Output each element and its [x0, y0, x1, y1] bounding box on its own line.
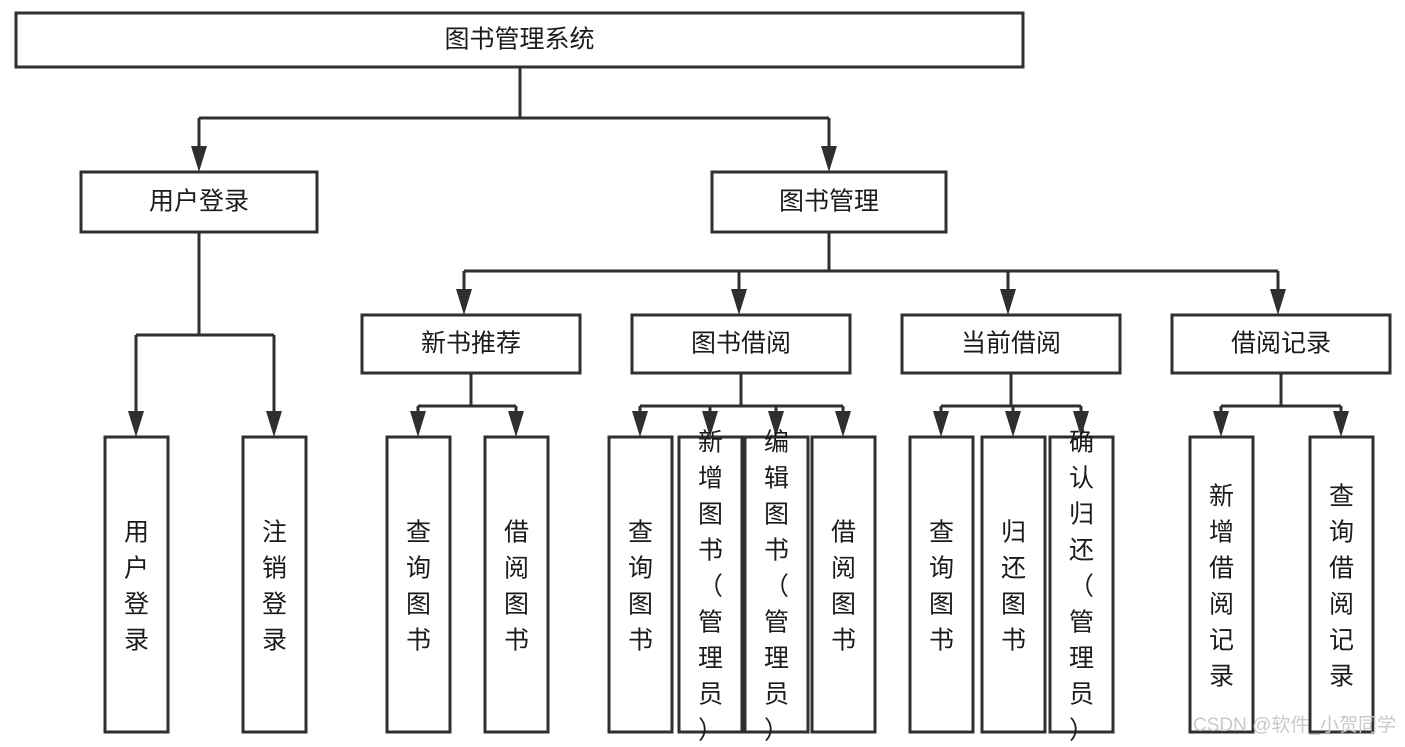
node-leaf-cur-return[interactable]: 归还图书: [980, 435, 1047, 734]
node-label-leaf-borrow-edit: 编辑图书（管理员）: [764, 429, 789, 745]
node-box-borrow-record[interactable]: [1170, 313, 1392, 375]
connector-group-user-login: [128, 232, 282, 437]
node-label-leaf-logout: 注销登录: [262, 519, 287, 655]
node-leaf-cur-confirm[interactable]: 确认归还（管理员）: [1048, 429, 1115, 745]
connectors-layer: [128, 67, 1349, 437]
node-box-leaf-borrow-do[interactable]: [810, 435, 877, 734]
node-box-leaf-rec-search[interactable]: [1308, 435, 1375, 734]
node-label-leaf-borrow-query: 查询图书: [628, 519, 653, 655]
node-label-leaf-borrow-do: 借阅图书: [831, 519, 856, 655]
node-leaf-borrow-add[interactable]: 新增图书（管理员）: [677, 429, 744, 745]
node-label-new-book-rec: 新书推荐: [421, 330, 521, 358]
node-label-leaf-cur-return: 归还图书: [1001, 519, 1026, 655]
node-box-book-manage[interactable]: [710, 170, 948, 234]
node-box-root[interactable]: [14, 11, 1025, 69]
node-leaf-logout[interactable]: 注销登录: [241, 435, 308, 734]
node-leaf-rec-borrow[interactable]: 借阅图书: [483, 435, 550, 734]
nodes-layer: 图书管理系统用户登录图书管理新书推荐图书借阅当前借阅借阅记录用户登录注销登录查询…: [14, 11, 1392, 745]
node-box-leaf-user-login[interactable]: [103, 435, 170, 734]
node-label-borrow-record: 借阅记录: [1231, 330, 1331, 358]
connector-group-book-borrow: [632, 373, 851, 437]
node-leaf-cur-query[interactable]: 查询图书: [908, 435, 975, 734]
connector-group-current-borrow: [933, 373, 1089, 437]
node-box-leaf-borrow-edit[interactable]: [743, 435, 810, 734]
node-leaf-rec-search[interactable]: 查询借阅记录: [1308, 435, 1375, 734]
node-book-borrow[interactable]: 图书借阅: [630, 313, 852, 375]
node-box-leaf-rec-query[interactable]: [385, 435, 452, 734]
node-book-manage[interactable]: 图书管理: [710, 170, 948, 234]
node-user-login[interactable]: 用户登录: [79, 170, 319, 234]
watermark-layer: CSDN @软件_小贺同学: [1193, 714, 1396, 736]
node-box-current-borrow[interactable]: [900, 313, 1122, 375]
connector-group-root: [191, 67, 837, 172]
node-label-leaf-rec-add: 新增借阅记录: [1209, 483, 1234, 691]
node-borrow-record[interactable]: 借阅记录: [1170, 313, 1392, 375]
node-label-leaf-user-login: 用户登录: [124, 519, 149, 655]
node-label-leaf-cur-confirm: 确认归还（管理员）: [1069, 429, 1094, 745]
node-box-leaf-rec-add[interactable]: [1188, 435, 1255, 734]
csdn-watermark: CSDN @软件_小贺同学: [1193, 714, 1396, 736]
node-label-book-borrow: 图书借阅: [691, 330, 791, 358]
node-label-leaf-borrow-add: 新增图书（管理员）: [698, 429, 723, 745]
node-box-leaf-cur-return[interactable]: [980, 435, 1047, 734]
node-box-leaf-borrow-query[interactable]: [607, 435, 674, 734]
node-box-leaf-cur-query[interactable]: [908, 435, 975, 734]
connector-group-borrow-record: [1213, 373, 1349, 437]
connector-group-book-manage: [456, 232, 1286, 315]
node-label-book-manage: 图书管理: [779, 188, 879, 216]
node-label-leaf-cur-query: 查询图书: [929, 519, 954, 655]
node-box-leaf-cur-confirm[interactable]: [1048, 435, 1115, 734]
node-leaf-user-login[interactable]: 用户登录: [103, 435, 170, 734]
node-current-borrow[interactable]: 当前借阅: [900, 313, 1122, 375]
node-leaf-borrow-edit[interactable]: 编辑图书（管理员）: [743, 429, 810, 745]
node-leaf-borrow-do[interactable]: 借阅图书: [810, 435, 877, 734]
node-leaf-rec-query[interactable]: 查询图书: [385, 435, 452, 734]
node-box-leaf-rec-borrow[interactable]: [483, 435, 550, 734]
connector-group-new-book-rec: [410, 373, 524, 437]
node-box-book-borrow[interactable]: [630, 313, 852, 375]
node-new-book-rec[interactable]: 新书推荐: [360, 313, 582, 375]
node-leaf-borrow-query[interactable]: 查询图书: [607, 435, 674, 734]
node-label-leaf-rec-query: 查询图书: [406, 519, 431, 655]
node-label-user-login: 用户登录: [149, 188, 249, 216]
node-box-leaf-borrow-add[interactable]: [677, 435, 744, 734]
node-box-new-book-rec[interactable]: [360, 313, 582, 375]
node-box-user-login[interactable]: [79, 170, 319, 234]
node-label-leaf-rec-borrow: 借阅图书: [504, 519, 529, 655]
node-root[interactable]: 图书管理系统: [14, 11, 1025, 69]
node-box-leaf-logout[interactable]: [241, 435, 308, 734]
node-label-root: 图书管理系统: [444, 26, 594, 54]
node-label-leaf-rec-search: 查询借阅记录: [1329, 483, 1354, 691]
node-leaf-rec-add[interactable]: 新增借阅记录: [1188, 435, 1255, 734]
node-label-current-borrow: 当前借阅: [961, 330, 1061, 358]
